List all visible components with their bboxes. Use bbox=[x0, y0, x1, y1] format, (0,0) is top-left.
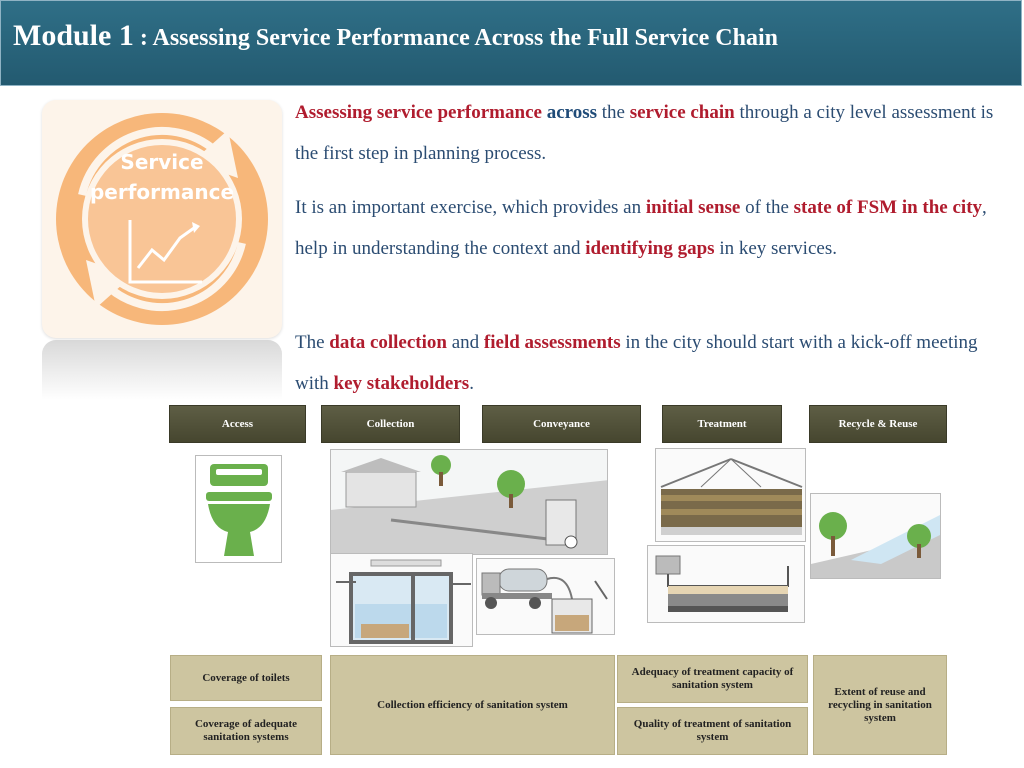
paragraph-3: The data collection and field assessment… bbox=[295, 322, 995, 404]
para3-text-4: . bbox=[469, 373, 474, 394]
para2-text-2: of the bbox=[740, 197, 794, 218]
para2-text-1: It is an important exercise, which provi… bbox=[295, 197, 646, 218]
indicator-reuse-extent: Extent of reuse and recycling in sanitat… bbox=[813, 655, 947, 755]
para2-highlight-2: state of FSM in the city bbox=[793, 197, 983, 218]
para1-text-2: through a city level assessment is the f… bbox=[295, 102, 994, 164]
para3-text-3: in the city should start with a kick-off… bbox=[295, 332, 978, 394]
paragraph-1: Assessing service performance across the… bbox=[295, 92, 995, 174]
logo-text-line1: Service bbox=[120, 150, 204, 174]
house-sewer-icon bbox=[331, 450, 607, 554]
indicator-collection-efficiency: Collection efficiency of sanitation syst… bbox=[330, 655, 615, 755]
toilet-icon bbox=[206, 464, 272, 556]
indicator-treatment-adequacy: Adequacy of treatment capacity of sanita… bbox=[617, 655, 808, 703]
para1-highlight-3: service chain bbox=[629, 102, 735, 123]
slide-title: Module 1 : Assessing Service Performance… bbox=[13, 19, 778, 53]
septic-tank-illustration bbox=[330, 553, 473, 647]
treatment-unit-icon bbox=[656, 449, 805, 541]
septic-tank-icon bbox=[331, 554, 472, 646]
para3-highlight-1: data collection bbox=[329, 332, 447, 353]
indicator-treatment-quality: Quality of treatment of sanitation syste… bbox=[617, 707, 808, 755]
reuse-canal-icon bbox=[811, 494, 940, 578]
conveyance-truck-illustration bbox=[476, 558, 615, 635]
para1-highlight-1: Assessing service performance bbox=[295, 102, 542, 123]
treatment-drying-bed-illustration bbox=[655, 448, 806, 542]
para2-highlight-1: initial sense bbox=[645, 197, 741, 218]
treatment-section-illustration bbox=[647, 545, 805, 623]
service-performance-logo: Service performance bbox=[42, 100, 282, 338]
slide-header: Module 1 : Assessing Service Performance… bbox=[0, 0, 1022, 86]
treatment-section-icon bbox=[648, 546, 804, 622]
para3-highlight-3: key stakeholders bbox=[333, 373, 470, 394]
stage-conveyance: Conveyance bbox=[482, 405, 641, 443]
para1-highlight-2: across bbox=[541, 102, 597, 123]
cycle-arrows-icon bbox=[56, 113, 268, 325]
logo-reflection bbox=[42, 340, 282, 400]
stage-collection: Collection bbox=[321, 405, 460, 443]
para2-highlight-3: identifying gaps bbox=[585, 238, 715, 259]
para1-text-1: the bbox=[597, 102, 630, 123]
para2-text-4: in key services. bbox=[714, 238, 837, 259]
stage-treatment: Treatment bbox=[662, 405, 782, 443]
para3-highlight-2: field assessments bbox=[483, 332, 621, 353]
stage-access: Access bbox=[169, 405, 306, 443]
stage-recycle-reuse: Recycle & Reuse bbox=[809, 405, 947, 443]
para2-text-3: , help in understanding the context and bbox=[295, 197, 987, 259]
para3-text-1: The bbox=[295, 332, 330, 353]
para3-text-2: and bbox=[446, 332, 484, 353]
vacuum-truck-icon bbox=[477, 559, 614, 634]
paragraph-2: It is an important exercise, which provi… bbox=[295, 187, 995, 269]
reuse-canal-illustration bbox=[810, 493, 941, 579]
indicator-coverage-adequate-systems: Coverage of adequate sanitation systems bbox=[170, 707, 322, 755]
indicator-coverage-toilets: Coverage of toilets bbox=[170, 655, 322, 701]
logo-text-line2: performance bbox=[89, 180, 235, 204]
toilet-illustration bbox=[195, 455, 282, 563]
module-label: Module 1 bbox=[13, 19, 134, 52]
module-subtitle: : Assessing Service Performance Across t… bbox=[133, 25, 778, 51]
collection-containment-illustration bbox=[330, 449, 608, 555]
